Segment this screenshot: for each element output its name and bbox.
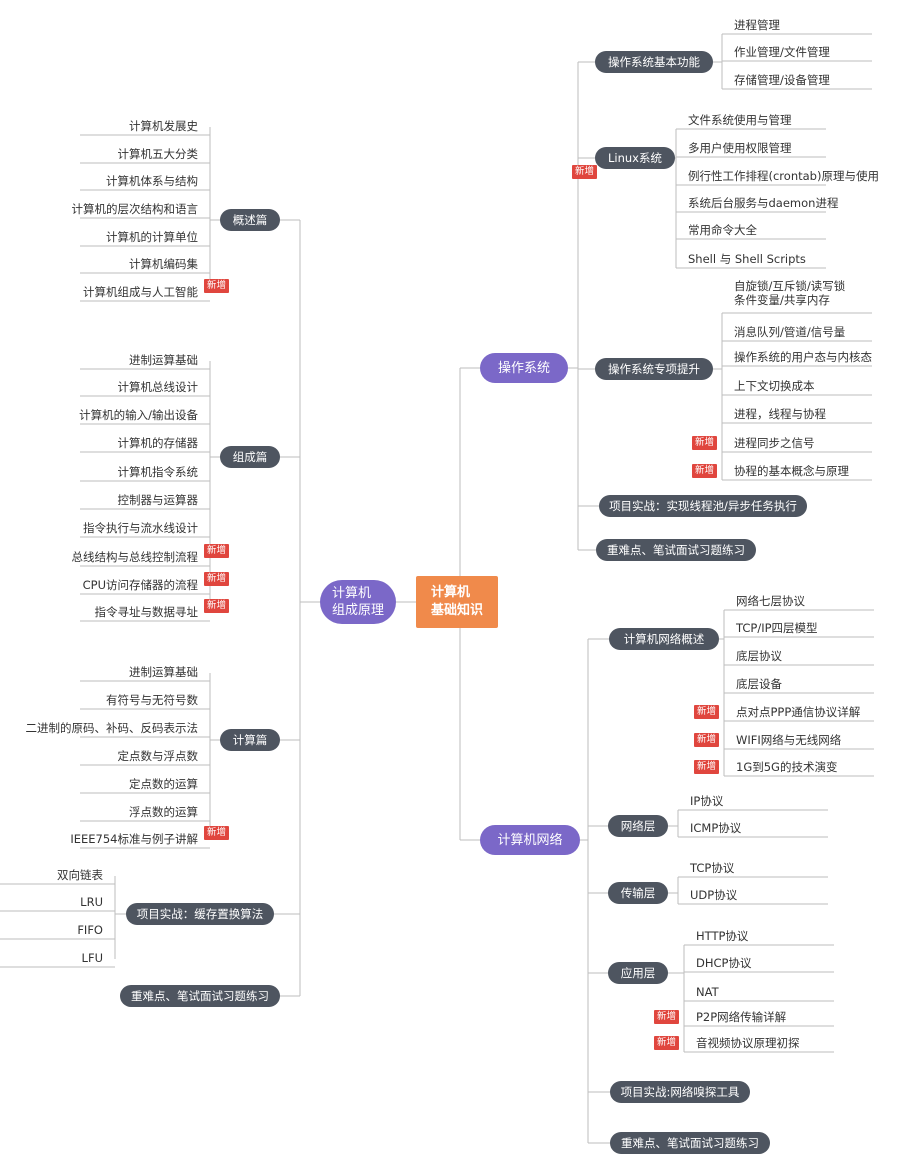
leaf-item: 计算机发展史 <box>129 119 198 133</box>
subtopic-3: 计算篇 <box>220 729 280 751</box>
subtopic-0-2: Linux系统 <box>595 147 675 169</box>
new-badge: 新增 <box>204 572 230 586</box>
new-badge: 新增 <box>204 826 230 840</box>
leaf-item: 计算机体系与结构 <box>106 174 198 188</box>
leaf-item: 计算机的输入/输出设备 <box>79 408 198 422</box>
leaf-item: 计算机五大分类 <box>117 147 199 161</box>
leaf-item: 控制器与运算器 <box>117 493 199 507</box>
leaf-item: 计算机的层次结构和语言 <box>71 202 199 216</box>
subtopic-2: 组成篇 <box>220 446 280 468</box>
subtopic-0-5: 重难点、笔试面试习题练习 <box>596 539 756 561</box>
leaf-item: 常用命令大全 <box>688 223 757 237</box>
leaf-item: 多用户使用权限管理 <box>688 141 792 155</box>
leaf-item: DHCP协议 <box>696 956 752 970</box>
leaf-item: LFU <box>81 951 103 965</box>
subtopic-0-1: 操作系统基本功能 <box>595 51 713 73</box>
leaf-item: 进程管理 <box>734 18 780 32</box>
subtopic-1: 概述篇 <box>220 209 280 231</box>
leaf-item: P2P网络传输详解 <box>696 1010 787 1024</box>
new-badge: 新增 <box>692 436 718 450</box>
leaf-item: 计算机总线设计 <box>117 380 199 394</box>
main-node-operating-system: 操作系统 <box>480 353 568 383</box>
leaf-item: 指令寻址与数据寻址 <box>94 605 199 619</box>
leaf-item: NAT <box>696 985 719 999</box>
leaf-item: 总线结构与总线控制流程 <box>71 550 199 564</box>
subtopic-1-5: 项目实战:网络嗅探工具 <box>610 1081 750 1103</box>
new-badge: 新增 <box>572 165 598 179</box>
leaf-item: 网络七层协议 <box>736 594 805 608</box>
new-badge: 新增 <box>694 705 720 719</box>
leaf-item: 计算机指令系统 <box>117 465 199 479</box>
leaf-item: 计算机组成与人工智能 <box>83 285 198 299</box>
leaf-item: FIFO <box>77 923 103 937</box>
leaf-item: 作业管理/文件管理 <box>734 45 830 59</box>
leaf-item: 音视频协议原理初探 <box>696 1036 800 1050</box>
new-badge: 新增 <box>654 1036 680 1050</box>
new-badge: 新增 <box>654 1010 680 1024</box>
leaf-item: 底层协议 <box>736 649 782 663</box>
leaf-item: 定点数的运算 <box>129 777 198 791</box>
new-badge: 新增 <box>204 544 230 558</box>
leaf-item: 定点数与浮点数 <box>117 749 199 763</box>
leaf-item: 计算机的存储器 <box>117 436 199 450</box>
leaf-item: 操作系统的用户态与内核态 <box>734 350 872 364</box>
leaf-item: TCP协议 <box>690 861 735 875</box>
leaf-item: 例行性工作排程(crontab)原理与使用 <box>688 169 879 183</box>
leaf-item: 二进制的原码、补码、反码表示法 <box>25 721 199 735</box>
leaf-item: IP协议 <box>690 794 724 808</box>
main-node-computer-network: 计算机网络 <box>480 825 580 855</box>
leaf-item: 系统后台服务与daemon进程 <box>688 196 839 210</box>
leaf-item: 进制运算基础 <box>129 353 198 367</box>
root-node: 计算机基础知识 <box>416 576 498 628</box>
leaf-item: 双向链表 <box>57 868 103 882</box>
leaf-item: 协程的基本概念与原理 <box>734 464 849 478</box>
leaf-item: 有符号与无符号数 <box>106 693 198 707</box>
new-badge: 新增 <box>692 464 718 478</box>
leaf-item: 文件系统使用与管理 <box>688 113 792 127</box>
leaf-item: 进程，线程与协程 <box>734 407 826 421</box>
leaf-item: 自旋锁/互斥锁/读写锁条件变量/共享内存 <box>734 279 846 307</box>
subtopic-0-4: 项目实战：实现线程池/异步任务执行 <box>599 495 807 517</box>
subtopic-0-3: 操作系统专项提升 <box>595 358 713 380</box>
main-node-computer-organization: 计算机组成原理 <box>320 580 396 624</box>
leaf-item: TCP/IP四层模型 <box>736 621 818 635</box>
leaf-item: 1G到5G的技术演变 <box>736 760 838 774</box>
new-badge: 新增 <box>694 733 720 747</box>
leaf-item: 进程同步之信号 <box>734 436 815 450</box>
leaf-item: ICMP协议 <box>690 821 742 835</box>
subtopic-4: 项目实战：缓存置换算法 <box>126 903 274 925</box>
new-badge: 新增 <box>694 760 720 774</box>
leaf-item: 浮点数的运算 <box>129 805 198 819</box>
leaf-item: 进制运算基础 <box>129 665 198 679</box>
leaf-item: HTTP协议 <box>696 929 749 943</box>
subtopic-1-4: 应用层 <box>608 962 668 984</box>
subtopic-1-1: 计算机网络概述 <box>609 628 719 650</box>
new-badge: 新增 <box>204 599 230 613</box>
leaf-item: 存储管理/设备管理 <box>734 73 830 87</box>
subtopic-5: 重难点、笔试面试习题练习 <box>120 985 280 1007</box>
subtopic-1-2: 网络层 <box>608 815 668 837</box>
leaf-item: IEEE754标准与例子讲解 <box>70 832 198 846</box>
leaf-item: 计算机的计算单位 <box>106 230 198 244</box>
leaf-item: 消息队列/管道/信号量 <box>734 325 846 339</box>
subtopic-1-3: 传输层 <box>608 882 668 904</box>
leaf-item: 上下文切换成本 <box>734 379 815 393</box>
new-badge: 新增 <box>204 279 230 293</box>
leaf-item: UDP协议 <box>690 888 738 902</box>
leaf-item: 指令执行与流水线设计 <box>83 521 198 535</box>
leaf-item: 底层设备 <box>736 677 782 691</box>
subtopic-1-6: 重难点、笔试面试习题练习 <box>610 1132 770 1154</box>
leaf-item: CPU访问存储器的流程 <box>82 578 198 592</box>
leaf-item: LRU <box>80 895 103 909</box>
leaf-item: Shell 与 Shell Scripts <box>688 252 806 266</box>
leaf-item: 点对点PPP通信协议详解 <box>736 705 861 719</box>
leaf-item: WIFI网络与无线网络 <box>736 733 842 747</box>
leaf-item: 计算机编码集 <box>129 257 198 271</box>
